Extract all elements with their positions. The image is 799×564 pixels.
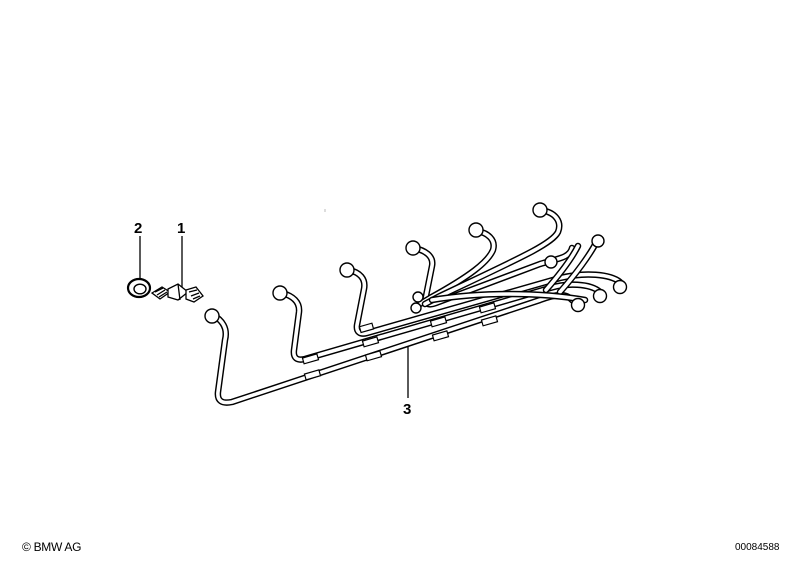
callout-1[interactable]: 1 [177,220,186,237]
document-number: 00084588 [735,542,780,553]
union-nuts [204,202,628,324]
line-clips [301,302,499,381]
callout-2[interactable]: 2 [134,220,143,237]
injector-fitting [150,283,204,303]
injection-lines [209,206,624,406]
sealing-ring [126,277,152,299]
callout-3[interactable]: 3 [403,401,412,418]
copyright-notice: © BMW AG [22,540,82,554]
